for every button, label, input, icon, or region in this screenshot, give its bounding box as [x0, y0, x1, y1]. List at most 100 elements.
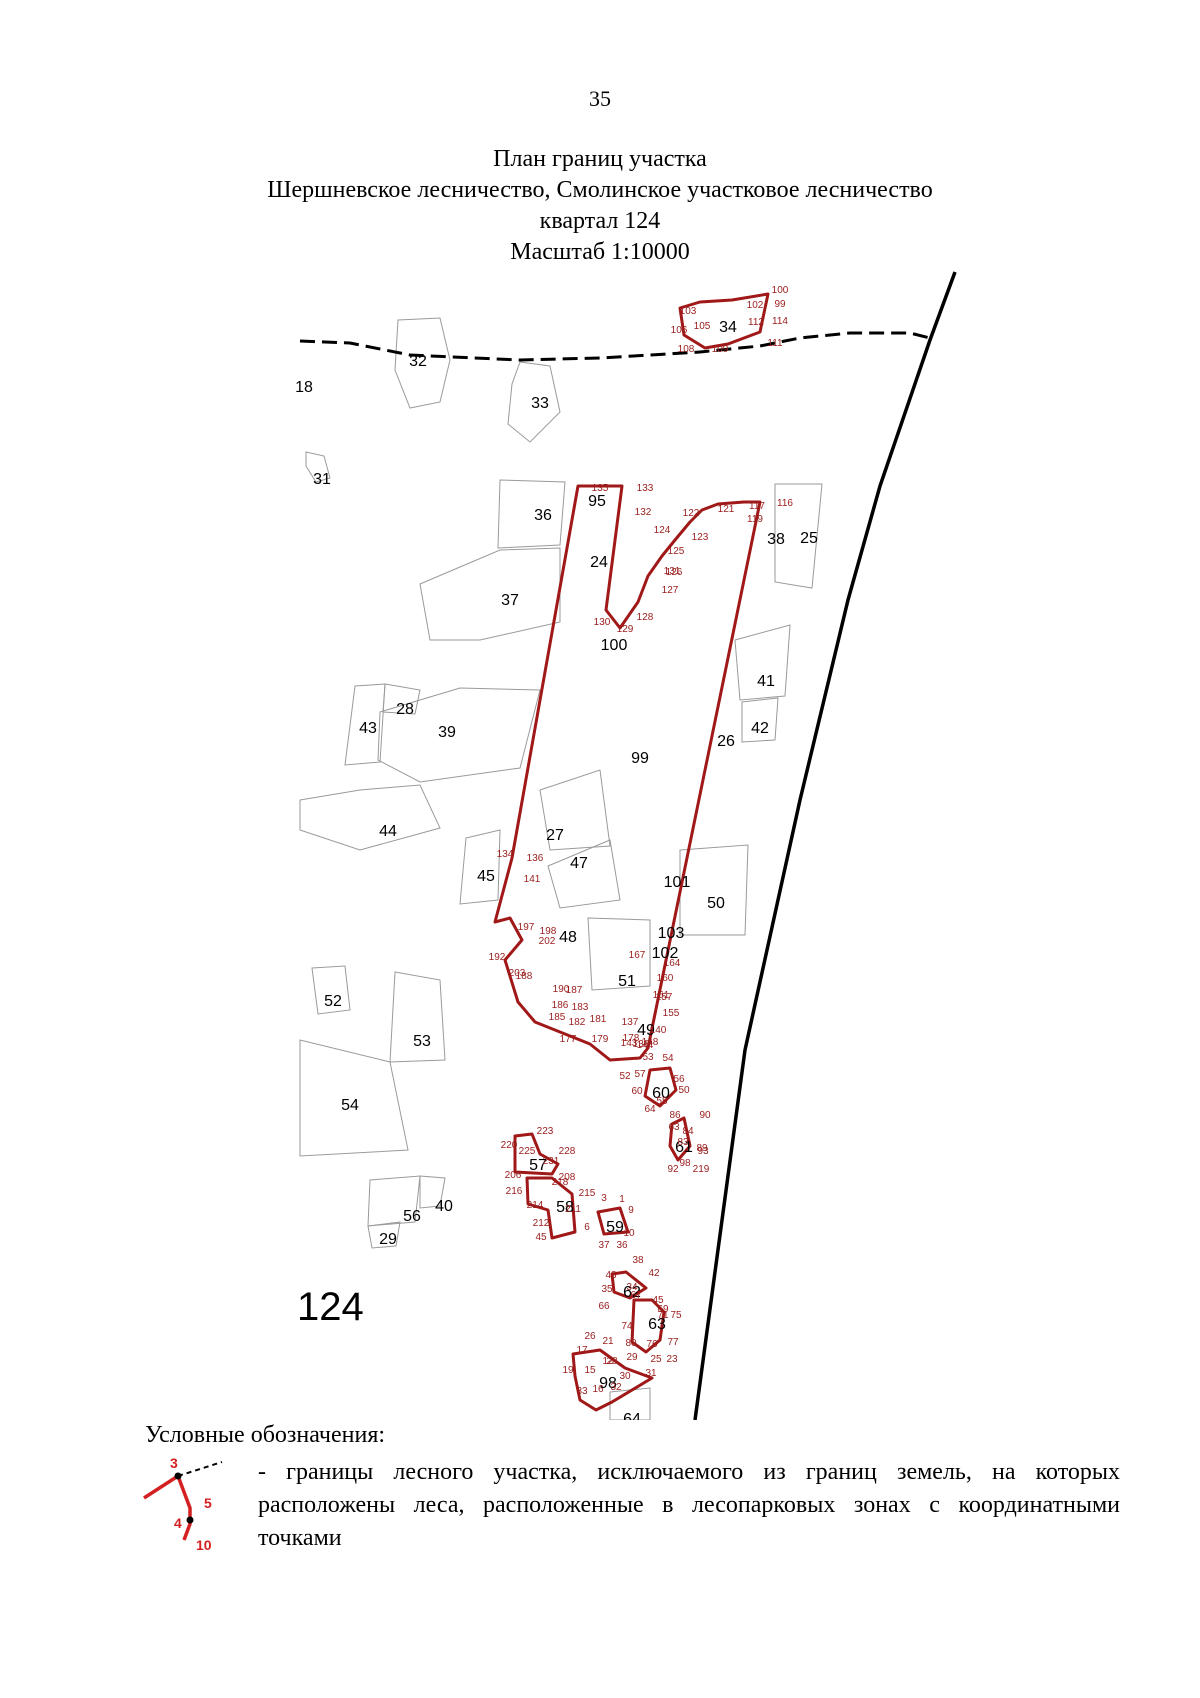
coordinate-point-label: 1 — [619, 1194, 625, 1205]
coordinate-point-label: 134 — [497, 849, 514, 860]
boundary-area-61 — [668, 1116, 692, 1162]
coordinate-point-label: 30 — [619, 1371, 631, 1382]
legend-sample-point — [174, 1472, 182, 1480]
legend-description: - границы лесного участка, исключаемого … — [258, 1459, 1120, 1551]
coordinate-point-label: 12 — [602, 1356, 614, 1367]
coordinate-point-label: 182 — [569, 1017, 586, 1028]
coordinate-point-label: 218 — [552, 1177, 569, 1188]
parcel-label: 29 — [379, 1231, 397, 1248]
parcel-outline-50 — [679, 844, 749, 936]
coordinate-point-label: 136 — [527, 853, 544, 864]
parcel-label: 53 — [413, 1033, 431, 1050]
coordinate-point-label: 228 — [559, 1146, 576, 1157]
coordinate-point-label: 86 — [669, 1110, 681, 1121]
legend-point-label: 4 — [174, 1515, 182, 1531]
parcel-label: 50 — [707, 895, 725, 912]
coordinate-point-label: 64 — [644, 1104, 656, 1115]
coordinate-point-label: 132 — [635, 507, 652, 518]
parcel-outline-51 — [587, 917, 651, 991]
parcel-label: 32 — [409, 353, 427, 370]
parcel-label: 63 — [648, 1316, 666, 1333]
coordinate-point-label: 17 — [576, 1345, 588, 1356]
parcel-outline-31 — [305, 451, 331, 483]
coordinate-point-label: 69 — [657, 1304, 669, 1315]
coordinate-point-label: 225 — [519, 1146, 536, 1157]
parcel-label: 43 — [359, 720, 377, 737]
parcel-label: 60 — [652, 1085, 670, 1102]
coordinate-point-label: 124 — [654, 525, 671, 536]
parcel-outline-47 — [547, 839, 621, 909]
coordinate-point-label: 3 — [601, 1193, 607, 1204]
coordinate-point-label: 127 — [662, 585, 679, 596]
coordinate-point-label: 103 — [680, 306, 697, 317]
coordinate-point-label: 202 — [539, 936, 556, 947]
coordinate-point-label: 188 — [516, 971, 533, 982]
coordinate-point-label: 66 — [598, 1301, 610, 1312]
boundary-area-62 — [610, 1270, 648, 1300]
coordinate-point-label: 208 — [559, 1172, 576, 1183]
page-number: 35 — [589, 86, 611, 111]
coordinate-point-label: 15 — [584, 1365, 596, 1376]
coordinate-point-label: 31 — [645, 1368, 657, 1379]
parcel-outline-56 — [367, 1175, 421, 1227]
coordinate-point-label: 109 — [712, 344, 729, 355]
coordinate-point-label: 106 — [671, 325, 688, 336]
coordinate-point-label: 179 — [592, 1034, 609, 1045]
parcel-label: 38 — [767, 531, 785, 548]
base-lines — [299, 271, 957, 1420]
coordinate-point-label: 102 — [747, 300, 764, 311]
coordinate-point-label: 133 — [637, 483, 654, 494]
coordinate-point-label: 60 — [631, 1086, 643, 1097]
coordinate-point-label: 119 — [747, 514, 763, 525]
coordinate-point-label: 112 — [748, 317, 764, 328]
boundary-area-63 — [630, 1298, 666, 1354]
coordinate-point-label: 111 — [767, 338, 783, 349]
coordinate-point-label: 216 — [506, 1186, 523, 1197]
parcel-label: 103 — [658, 925, 685, 942]
parcel-label: 27 — [546, 827, 564, 844]
coordinate-point-label: 206 — [505, 1170, 522, 1181]
coordinate-point-label: 36 — [616, 1240, 628, 1251]
coordinate-point-label: 183 — [572, 1002, 589, 1013]
parcel-label: 48 — [559, 929, 577, 946]
boundary-area-57 — [513, 1132, 560, 1176]
parcel-outline-37 — [419, 547, 561, 641]
parcel-outline-36 — [497, 479, 566, 549]
coordinate-point-label: 99 — [774, 299, 786, 310]
coordinate-point-label: 67 — [630, 1290, 642, 1301]
parcel-outline-25 — [774, 483, 823, 589]
legend-sample-dashed — [177, 1461, 223, 1477]
coordinate-point-label: 56 — [673, 1074, 685, 1085]
coordinate-point-label: 16 — [592, 1384, 604, 1395]
parcel-label: 95 — [588, 493, 606, 510]
coordinate-point-label: 75 — [670, 1310, 682, 1321]
coordinate-point-label: 21 — [602, 1336, 614, 1347]
coordinate-point-label: 34 — [626, 1282, 638, 1293]
parcel-outline-53 — [389, 971, 446, 1063]
parcel-label: 56 — [403, 1208, 421, 1225]
parcel-label: 44 — [379, 823, 397, 840]
coordinate-point-label: 33 — [576, 1386, 588, 1397]
legend-point-label: 5 — [204, 1495, 212, 1511]
coordinate-point-label: 42 — [648, 1268, 660, 1279]
coordinate-point-label: 45 — [535, 1232, 547, 1243]
coordinate-point-label: 43 — [605, 1270, 617, 1281]
parcel-outline-54 — [299, 1039, 409, 1157]
coordinate-point-label: 129 — [617, 624, 634, 635]
coordinate-point-label: 126 — [666, 567, 683, 578]
coordinate-point-label: 53 — [642, 1052, 654, 1063]
parcel-label: 102 — [652, 945, 679, 962]
parcel-label: 51 — [618, 973, 636, 990]
title-block: План границ участка Шершневское лесничес… — [0, 144, 1200, 268]
coordinate-point-label: 197 — [518, 922, 535, 933]
parcel-label: 31 — [313, 471, 331, 488]
coordinate-point-label: 45 — [652, 1295, 664, 1306]
coordinate-point-label: 92 — [667, 1164, 679, 1175]
parcel-label: 49 — [637, 1022, 655, 1039]
parcel-label: 57 — [529, 1157, 547, 1174]
coordinate-point-label: 114 — [772, 316, 788, 327]
parcel-label: 41 — [757, 673, 775, 690]
coordinate-point-label: 131 — [664, 566, 681, 577]
